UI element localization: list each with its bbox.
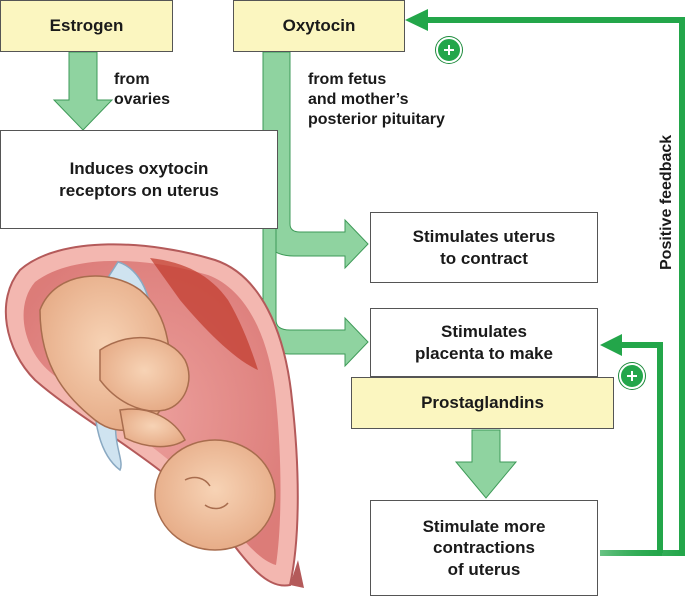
more-contractions-box: Stimulate more contractions of uterus (370, 500, 598, 596)
estrogen-label: Estrogen (49, 16, 124, 36)
prostaglandins-to-contractions-arrow (454, 429, 518, 499)
stimulates-contract-text: Stimulates uterus to contract (412, 227, 556, 268)
more-contractions-text: Stimulate more contractions of uterus (422, 517, 546, 579)
stimulates-contract-box: Stimulates uterus to contract (370, 212, 598, 283)
estrogen-source-note: from ovaries (114, 71, 171, 108)
induces-receptors-text: Induces oxytocin receptors on uterus (59, 159, 219, 200)
stimulates-placenta-text: Stimulates placenta to make (415, 322, 553, 363)
plus-icon (619, 363, 645, 389)
stimulates-placenta-box: Stimulates placenta to make (370, 308, 598, 377)
oxytocin-source-note: from fetus and mother’s posterior pituit… (308, 71, 445, 128)
positive-feedback-inner-loop (600, 334, 663, 553)
estrogen-box: Estrogen (0, 0, 173, 52)
oxytocin-label: Oxytocin (282, 16, 356, 36)
estrogen-to-receptors-arrow (52, 51, 114, 131)
feedback-fade-tail (600, 550, 662, 556)
induces-receptors-box: Induces oxytocin receptors on uterus (0, 130, 278, 229)
positive-feedback-label: Positive feedback (658, 134, 675, 270)
fetus-illustration (4, 243, 304, 588)
prostaglandins-label: Prostaglandins (421, 393, 544, 413)
prostaglandins-box: Prostaglandins (351, 377, 614, 429)
plus-icon (436, 37, 462, 63)
oxytocin-box: Oxytocin (233, 0, 405, 52)
